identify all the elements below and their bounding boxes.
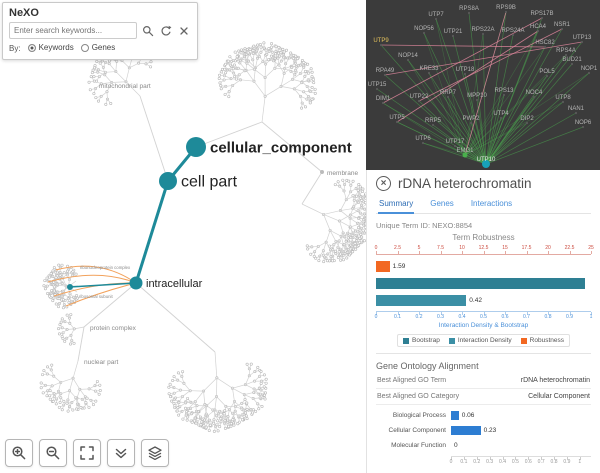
expand-all-button[interactable] bbox=[107, 439, 135, 467]
tab-interactions[interactable]: Interactions bbox=[470, 199, 513, 208]
graph-toolbar bbox=[5, 439, 169, 467]
gene-node-UTP5[interactable]: UTP5 bbox=[389, 115, 405, 121]
tree-term-label[interactable]: nuclear part bbox=[84, 359, 119, 366]
gene-node-UTP18[interactable]: UTP18 bbox=[456, 67, 475, 73]
bar-robustness: 1.59 bbox=[376, 260, 591, 272]
gene-node-HCA4[interactable]: HCA4 bbox=[530, 24, 547, 30]
gene-node-UTP9[interactable]: UTP9 bbox=[373, 38, 389, 44]
radio-label: Keywords bbox=[38, 43, 74, 52]
layers-button[interactable] bbox=[141, 439, 169, 467]
tree-node-intracellular[interactable] bbox=[129, 276, 143, 290]
gene-node-EMG1[interactable]: EMG1 bbox=[456, 148, 474, 154]
app-title: NeXO bbox=[9, 7, 39, 19]
detail-tabs: Summary Genes Interactions bbox=[376, 197, 591, 214]
by-label: By: bbox=[9, 43, 21, 53]
gene-node-RPS4A[interactable]: RPS4A bbox=[556, 48, 576, 54]
unique-term-id: Unique Term ID: NEXO:8854 bbox=[376, 221, 473, 230]
tab-genes[interactable]: Genes bbox=[430, 199, 454, 208]
gene-node-UTP15[interactable]: UTP15 bbox=[368, 82, 387, 88]
tree-node-label: intracellular bbox=[146, 278, 203, 290]
gene-node-BUD21[interactable]: BUD21 bbox=[562, 57, 582, 63]
gene-node-KRE33[interactable]: KRE33 bbox=[419, 66, 439, 72]
gene-node-RRP7[interactable]: RRP7 bbox=[440, 90, 457, 96]
gene-node-DIM1[interactable]: DIM1 bbox=[376, 96, 391, 102]
term-title: rDNA heterochromatin bbox=[398, 176, 532, 191]
refresh-icon[interactable] bbox=[159, 24, 173, 38]
gene-node-RPS8A[interactable]: RPS8A bbox=[459, 6, 479, 12]
tree-node-label: cellular_component bbox=[210, 139, 352, 156]
tree-term-label[interactable]: membrane bbox=[327, 170, 358, 177]
bar-interaction-density: 0.42 bbox=[376, 294, 591, 306]
gene-node-RPS24A[interactable]: RPS24A bbox=[501, 28, 524, 34]
search-icon[interactable] bbox=[141, 24, 155, 38]
gene-node-NOP14[interactable]: NOP14 bbox=[398, 53, 418, 59]
tree-term-label[interactable]: mitochondrial part bbox=[99, 83, 151, 90]
gene-node-POL5[interactable]: POL5 bbox=[539, 69, 555, 75]
gene-node-UTP10[interactable]: UTP10 bbox=[477, 157, 496, 163]
bar-bootstrap bbox=[376, 277, 591, 289]
search-mode-keywords[interactable]: Keywords bbox=[27, 43, 74, 52]
zoom-in-button[interactable] bbox=[5, 439, 33, 467]
clear-search-icon[interactable] bbox=[177, 24, 191, 38]
gene-node-NOP56[interactable]: NOP56 bbox=[414, 26, 434, 32]
radio-icon[interactable] bbox=[80, 43, 89, 52]
radio-icon[interactable] bbox=[27, 43, 36, 52]
close-detail-icon[interactable]: × bbox=[376, 176, 391, 191]
gene-node-NAN1[interactable]: NAN1 bbox=[568, 106, 585, 112]
gene-node-NSR1[interactable]: NSR1 bbox=[554, 22, 571, 28]
tree-term-label[interactable]: protein complex bbox=[90, 325, 137, 332]
gene-node-RPS17B[interactable]: RPS17B bbox=[530, 11, 553, 17]
search-mode-genes[interactable]: Genes bbox=[80, 43, 116, 52]
gene-node-UTP17[interactable]: UTP17 bbox=[446, 139, 465, 145]
gene-node-MPP10[interactable]: MPP10 bbox=[467, 93, 487, 99]
gene-node-NOP1[interactable]: NOP1 bbox=[581, 66, 598, 72]
tree-term-label[interactable]: ribosomal subunit bbox=[79, 294, 113, 299]
gene-node-RPS13[interactable]: RPS13 bbox=[494, 88, 514, 94]
gene-node-HSC82[interactable]: HSC82 bbox=[535, 40, 555, 46]
tab-summary[interactable]: Summary bbox=[378, 197, 415, 214]
robustness-chart-title: Term Robustness bbox=[452, 233, 515, 242]
go-alignment-title: Gene Ontology Alignment bbox=[376, 361, 479, 371]
bottom-axis-caption: Interaction Density & Bootstrap bbox=[438, 322, 529, 329]
search-card: NeXO By: Keywords Genes bbox=[2, 2, 198, 60]
search-input[interactable] bbox=[9, 22, 137, 39]
search-mode-options: Keywords Genes bbox=[21, 43, 116, 54]
gene-node-RPS22A[interactable]: RPS22A bbox=[471, 27, 494, 33]
tree-term-label[interactable]: ribonucleoprotein complex bbox=[80, 265, 131, 270]
tree-node-label: cell part bbox=[181, 174, 238, 191]
gene-node-NOC4[interactable]: NOC4 bbox=[526, 90, 543, 96]
gene-node-UTP8[interactable]: UTP8 bbox=[555, 95, 571, 101]
gene-node-RRP5[interactable]: RRP5 bbox=[425, 118, 442, 124]
zoom-out-button[interactable] bbox=[39, 439, 67, 467]
gene-node-DIP2[interactable]: DIP2 bbox=[520, 116, 534, 122]
gene-node-UTP22[interactable]: UTP22 bbox=[410, 94, 429, 100]
gene-node-UTP4[interactable]: UTP4 bbox=[493, 111, 509, 117]
radio-label: Genes bbox=[91, 43, 116, 52]
tree-node-cell-part[interactable] bbox=[159, 172, 177, 190]
gene-node-UTP6[interactable]: UTP6 bbox=[415, 136, 431, 142]
gene-node-PWP2[interactable]: PWP2 bbox=[462, 116, 480, 122]
gene-node-NOP6[interactable]: NOP6 bbox=[575, 120, 592, 126]
gene-node-RPS9B[interactable]: RPS9B bbox=[496, 5, 516, 11]
gene-node-UTP21[interactable]: UTP21 bbox=[444, 29, 463, 35]
fit-view-button[interactable] bbox=[73, 439, 101, 467]
gene-node-UTP7[interactable]: UTP7 bbox=[428, 12, 444, 18]
gene-node-UTP13[interactable]: UTP13 bbox=[573, 35, 592, 41]
gene-node-RPA49[interactable]: RPA49 bbox=[376, 68, 395, 74]
tree-node-cellular_component[interactable] bbox=[186, 137, 206, 157]
